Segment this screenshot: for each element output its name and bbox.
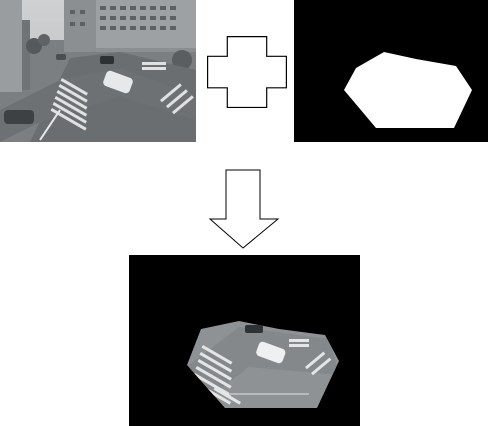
masked-output [129,255,360,426]
mask-polygon-shape [344,52,472,128]
region-mask [294,0,488,142]
input-photo [0,0,196,142]
intersection-photo-graphic [0,0,196,142]
plus-operator-icon [207,36,287,108]
masked-intersection-graphic [187,321,339,408]
arrow-down-icon [208,169,280,249]
